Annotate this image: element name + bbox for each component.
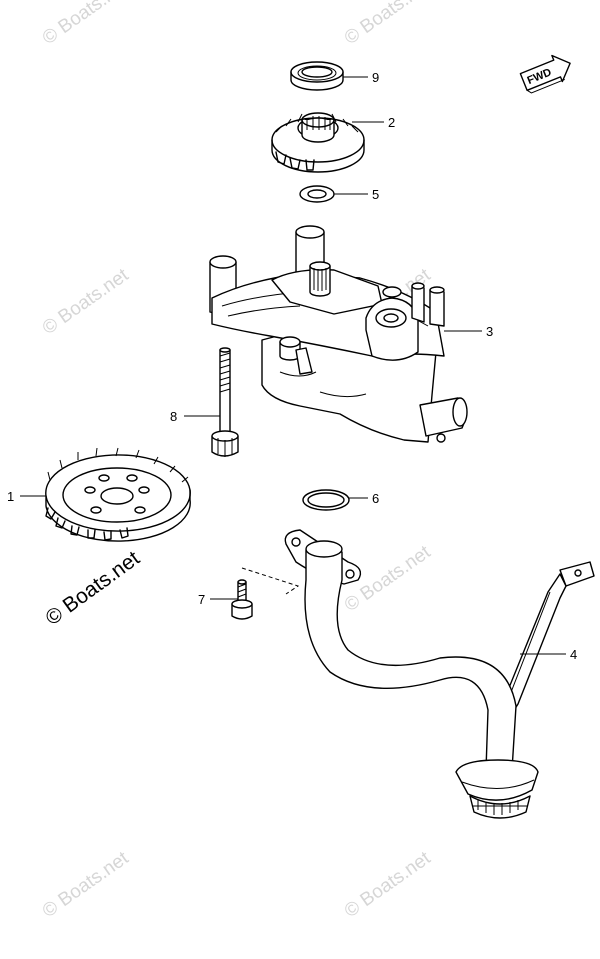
fwd-arrow-badge: FWD [519,54,571,94]
watermark: © Boats.net [341,847,435,922]
watermark: © Boats.net [341,0,435,49]
callout-8: 8 [170,409,177,424]
callout-2: 2 [388,115,395,130]
leader-lines [20,76,566,655]
watermark-main: © Boats.net [41,547,144,630]
part-7-short-bolt [231,579,253,620]
part-5-washer [299,185,335,203]
part-2-driven-gear [271,112,365,173]
callout-6: 6 [372,491,379,506]
callout-3: 3 [486,324,493,339]
callout-7: 7 [198,592,205,607]
watermark: © Boats.net [39,847,133,922]
watermark: © Boats.net [39,0,133,49]
part-3-pump-body [209,225,468,443]
callout-4: 4 [570,647,577,662]
part-8-long-bolt [211,347,239,457]
part-9-oil-seal [290,61,344,91]
part-1-drive-gear [45,447,191,542]
part-4-strainer-pipe [241,529,595,819]
watermark: © Boats.net [39,264,133,339]
part-6-o-ring [302,489,350,511]
callout-9: 9 [372,70,379,85]
callout-1: 1 [7,489,14,504]
callout-5: 5 [372,187,379,202]
callout-labels: 9 2 5 3 8 1 6 7 4 [7,70,577,662]
